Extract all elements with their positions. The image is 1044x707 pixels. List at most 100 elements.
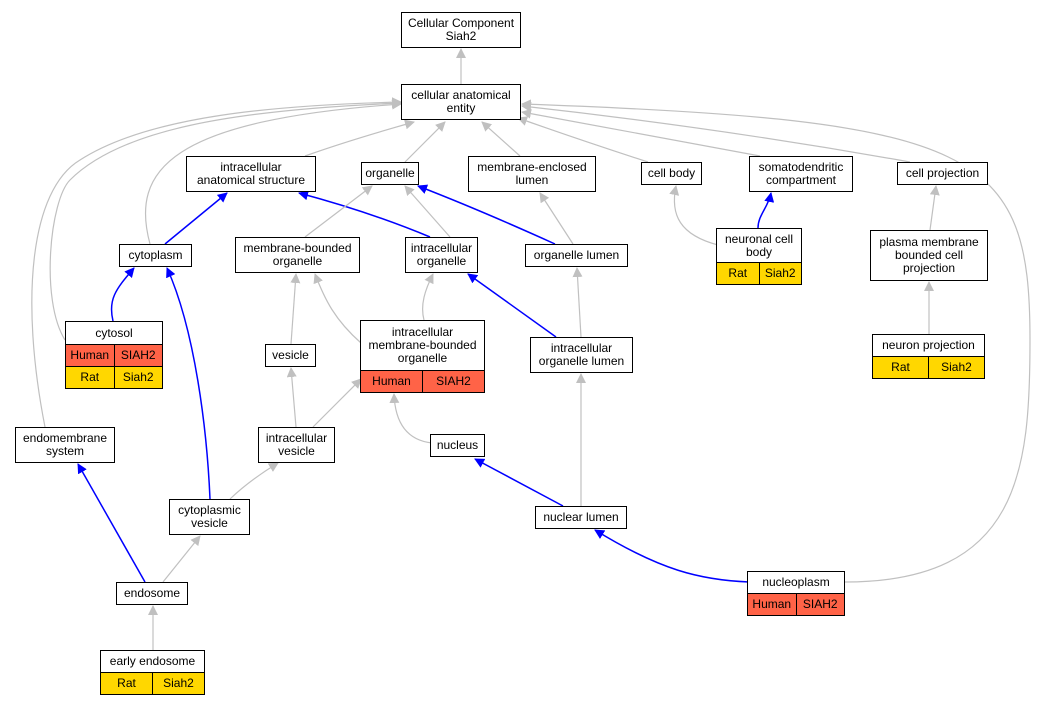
- edge-cytosol-to-cytoplasm: [110, 267, 135, 322]
- go-term-node-cae[interactable]: cellular anatomical entity: [401, 84, 521, 120]
- gene-cell: Siah2: [758, 263, 802, 284]
- edge-nucleus-to-imbo: [389, 393, 433, 444]
- go-term-node-vesicle[interactable]: vesicle: [265, 344, 316, 367]
- go-term-label: plasma membrane bounded cell projection: [879, 235, 979, 275]
- edge-ncb-to-cellbody: [669, 185, 719, 246]
- go-term-node-cytovesicle[interactable]: cytoplasmic vesicle: [169, 499, 250, 535]
- go-term-label: cytoplasmic vesicle: [178, 503, 241, 530]
- go-term-label: cell body: [647, 166, 696, 180]
- go-term-label: vesicle: [272, 348, 309, 362]
- edge-ivesicle-to-imbo: [312, 378, 362, 428]
- annotation-row: Rat Siah2: [101, 672, 204, 694]
- gene-cell: Siah2: [152, 673, 204, 694]
- annotation-row: Rat Siah2: [717, 262, 801, 284]
- edge-io-to-organelle: [404, 185, 451, 238]
- edge-vesicle-to-mbo: [290, 273, 301, 345]
- go-term-node-mbo[interactable]: membrane-bounded organelle: [235, 237, 360, 273]
- go-term-label: intracellular vesicle: [265, 431, 328, 458]
- go-term-node-endomem[interactable]: endomembrane system: [15, 427, 115, 463]
- go-term-label: membrane-enclosed lumen: [477, 160, 587, 187]
- go-term-node-io[interactable]: intracellular organelle: [405, 237, 478, 273]
- go-term-node-pmbcp[interactable]: plasma membrane bounded cell projection: [870, 230, 988, 281]
- annotation-row: Human SIAH2: [361, 370, 484, 392]
- species-cell: Rat: [728, 266, 748, 280]
- species-cell: Rat: [117, 676, 136, 690]
- edge-cytosol-to-cae: [49, 98, 402, 341]
- go-term-label: nucleus: [436, 438, 479, 452]
- edge-endomem-to-cae: [31, 97, 402, 428]
- edge-ivesicle-to-vesicle: [286, 367, 297, 428]
- edge-cytoplasm-to-cae: [144, 99, 402, 245]
- go-term-node-organelle[interactable]: organelle: [361, 162, 419, 185]
- go-term-label: membrane-bounded organelle: [243, 241, 352, 268]
- go-term-node-cellbody[interactable]: cell body: [641, 162, 702, 185]
- edge-ias-to-cae: [304, 119, 415, 157]
- edge-endosome-to-endomem: [77, 463, 146, 583]
- edge-somato-to-cae: [521, 108, 761, 157]
- edge-iol-to-io: [467, 273, 557, 338]
- go-term-label: Cellular Component Siah2: [407, 16, 515, 43]
- go-term-node-nucleus[interactable]: nucleus: [430, 434, 485, 457]
- species-cell: Human: [372, 374, 411, 388]
- go-term-label: cytoplasm: [128, 248, 183, 262]
- edge-iol-to-orglumen: [572, 267, 583, 338]
- go-term-label: neuronal cell body: [724, 231, 794, 259]
- edge-mel-to-cae: [481, 121, 521, 157]
- edge-organelle-to-cae: [404, 121, 446, 163]
- go-term-label: intracellular organelle: [410, 241, 473, 268]
- edge-endosome-to-cytovesicle: [162, 535, 201, 583]
- go-term-label: cellular anatomical entity: [411, 88, 511, 115]
- go-term-label: intracellular organelle lumen: [538, 341, 625, 368]
- edge-mbo-to-organelle: [304, 185, 373, 238]
- annotation-row: Rat Siah2: [873, 356, 984, 378]
- go-term-node-ias[interactable]: intracellular anatomical structure: [186, 156, 316, 192]
- go-term-node-cytoplasm[interactable]: cytoplasm: [119, 244, 192, 267]
- go-term-node-root[interactable]: Cellular Component Siah2: [401, 12, 521, 48]
- go-term-label: endosome: [123, 586, 181, 600]
- edge-imbo-to-io: [421, 273, 434, 321]
- go-term-node-nuclumen[interactable]: nuclear lumen: [535, 506, 627, 529]
- species-cell: Human: [752, 597, 792, 611]
- gene-cell: Siah2: [928, 357, 984, 378]
- go-term-node-endosome[interactable]: endosome: [116, 582, 188, 605]
- edge-cellbody-to-cae: [517, 116, 649, 163]
- go-term-node-ivesicle[interactable]: intracellular vesicle: [258, 427, 335, 463]
- go-term-node-imbo[interactable]: intracellular membrane-bounded organelle…: [360, 320, 485, 393]
- edge-nuclumen-to-nucleus: [474, 458, 564, 507]
- go-term-label: organelle: [365, 166, 415, 180]
- edge-io-to-ias: [298, 190, 431, 238]
- edge-imbo-to-mbo: [313, 273, 362, 344]
- edge-pmbcp-to-cellproj: [929, 185, 940, 231]
- go-term-label: early endosome: [109, 654, 196, 668]
- edge-orglumen-to-organelle: [417, 184, 556, 245]
- go-term-node-mel[interactable]: membrane-enclosed lumen: [468, 156, 596, 192]
- edge-nucleoplasm-to-nuclumen: [594, 529, 750, 583]
- edge-orglumen-to-mel: [539, 192, 574, 245]
- edge-cellproj-to-cae: [521, 102, 911, 163]
- edge-nucleoplasm-to-cae: [521, 99, 1031, 583]
- species-cell: Rat: [891, 360, 910, 374]
- edge-cytovesicle-to-cytoplasm: [166, 267, 211, 500]
- go-term-label: endomembrane system: [22, 431, 108, 458]
- go-term-label: cytosol: [95, 325, 133, 340]
- go-term-label: nucleoplasm: [762, 575, 830, 589]
- go-term-node-cellproj[interactable]: cell projection: [897, 162, 988, 185]
- edge-cytovesicle-to-ivesicle: [229, 462, 279, 500]
- go-term-node-iol[interactable]: intracellular organelle lumen: [530, 337, 633, 373]
- go-term-node-orglumen[interactable]: organelle lumen: [525, 244, 628, 267]
- go-term-label: somatodendritic compartment: [758, 160, 844, 187]
- species-cell: Human: [70, 348, 110, 362]
- go-term-label: organelle lumen: [533, 248, 620, 262]
- go-term-node-somato[interactable]: somatodendritic compartment: [749, 156, 853, 192]
- gene-cell: SIAH2: [422, 371, 484, 392]
- go-term-label: intracellular anatomical structure: [196, 160, 306, 187]
